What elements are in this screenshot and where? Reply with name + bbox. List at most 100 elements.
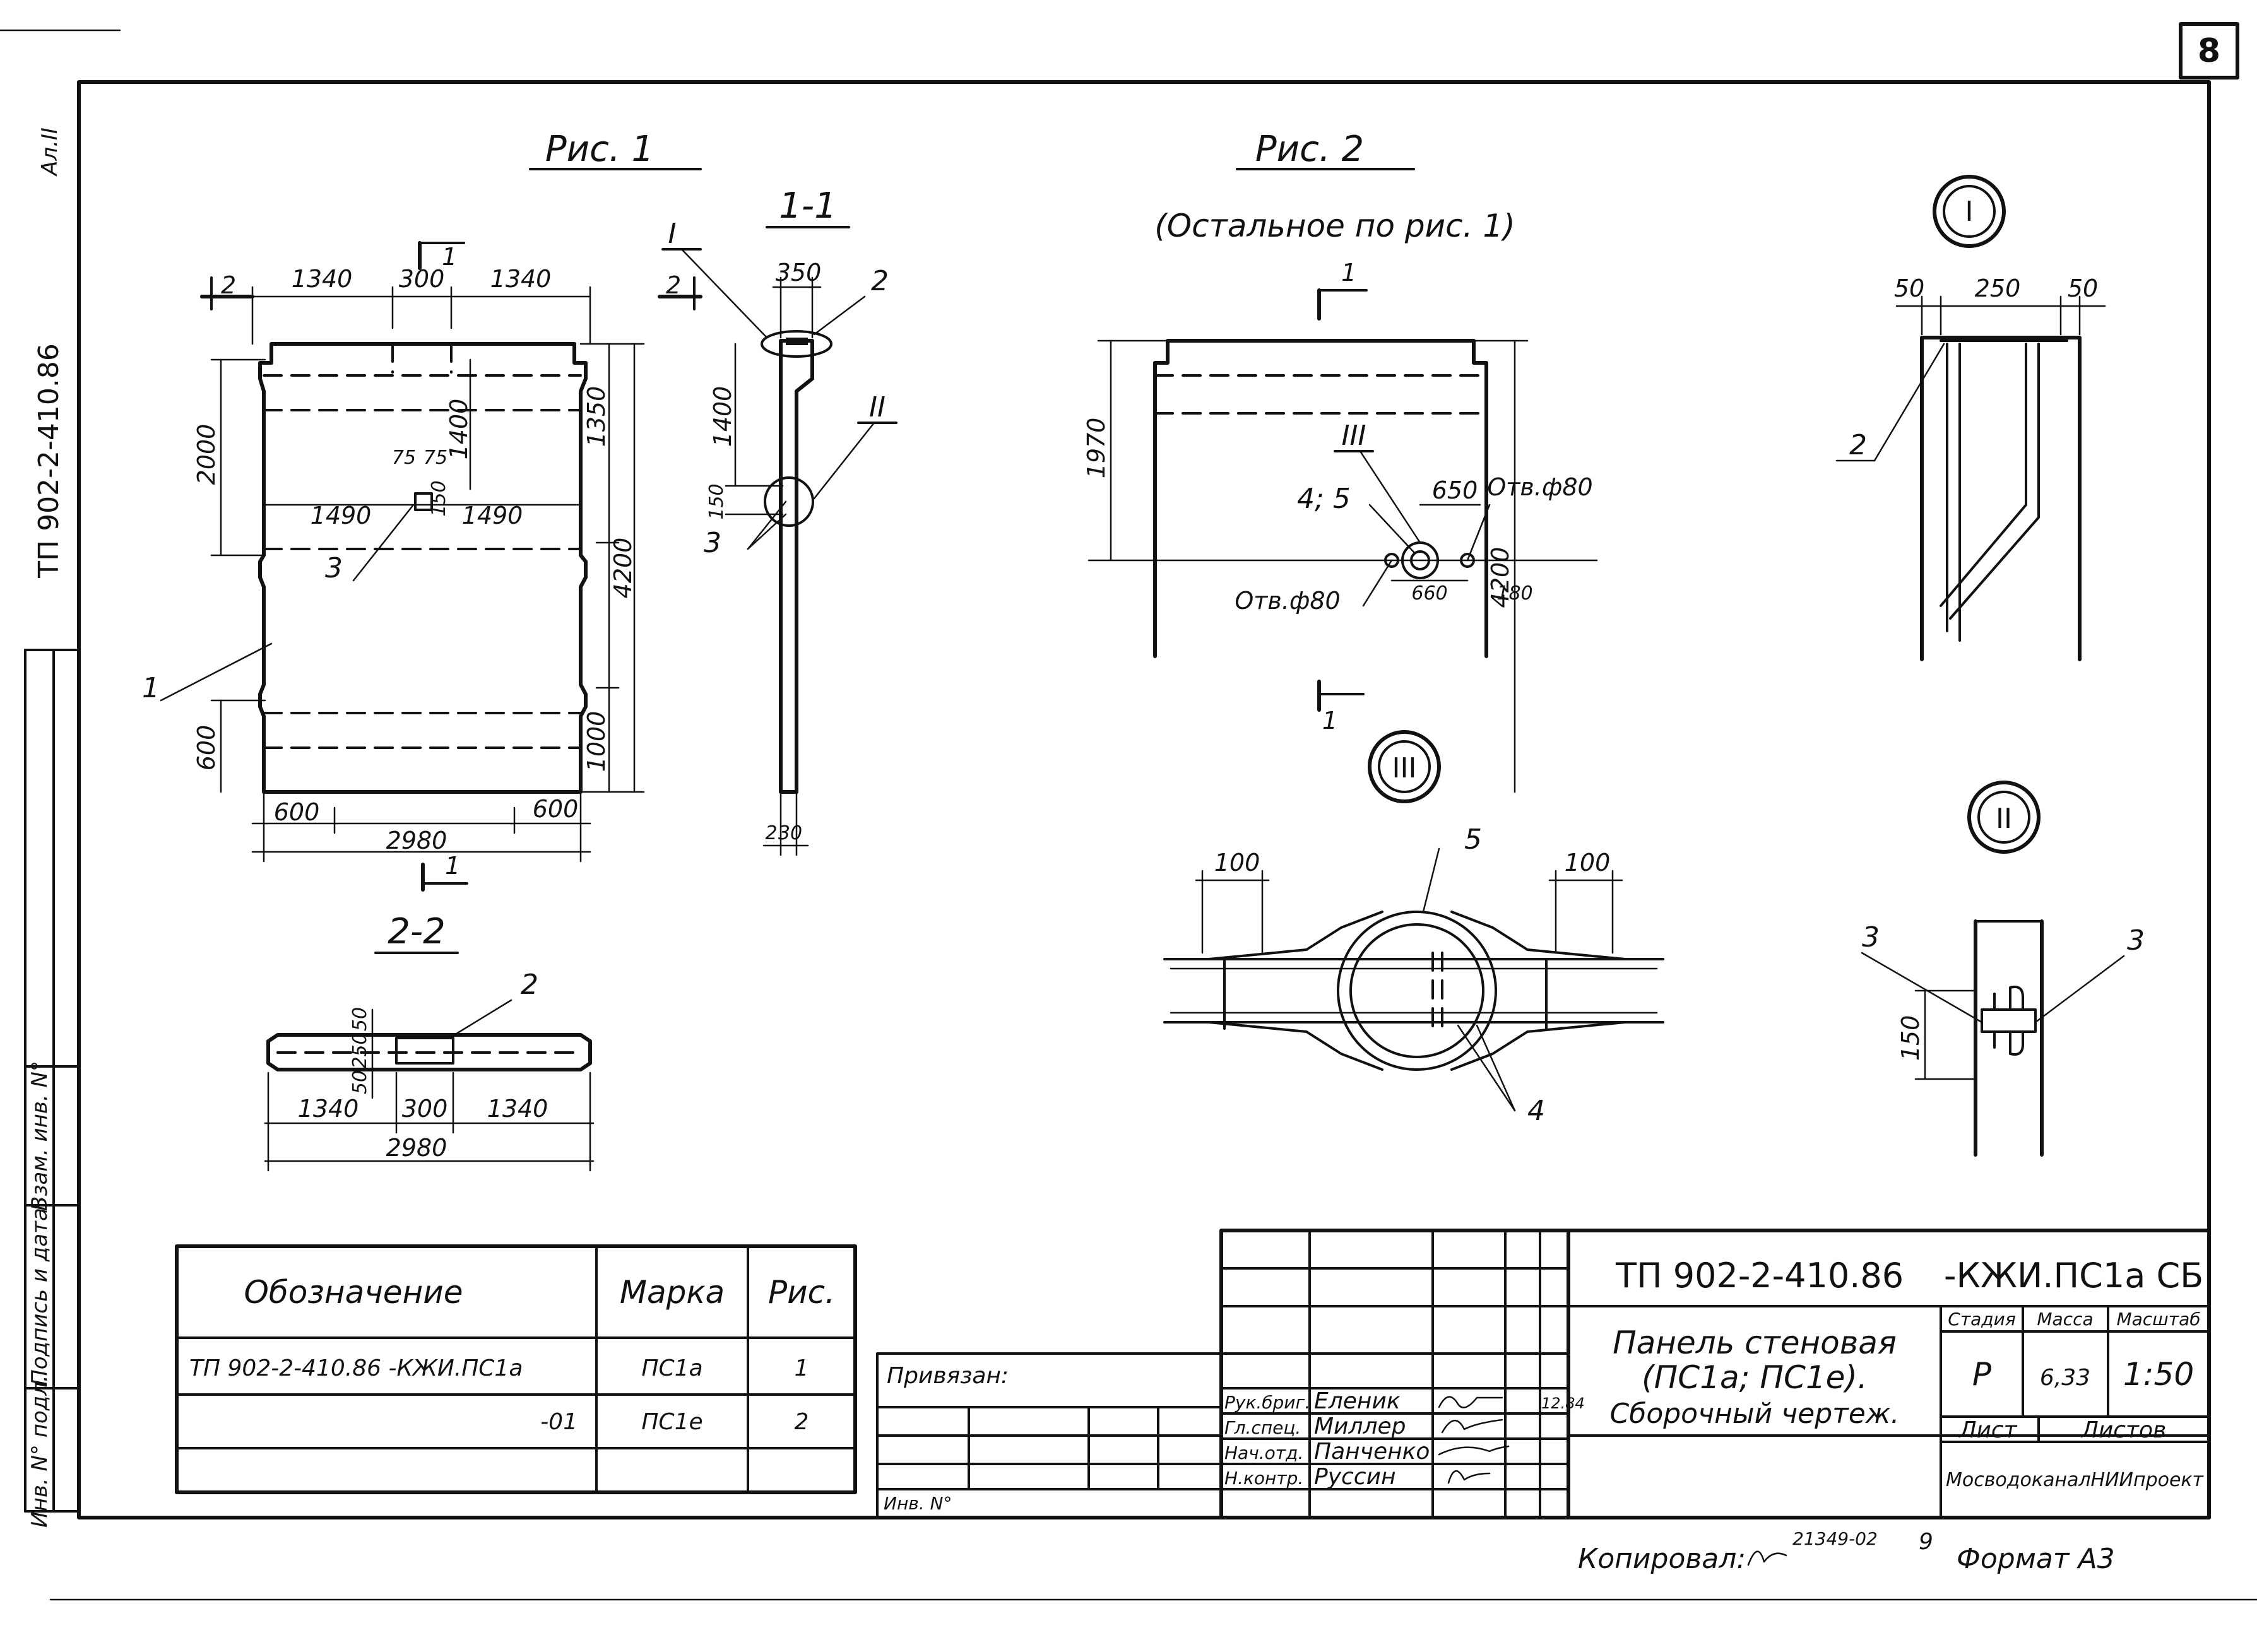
- tb-tied-label: Привязан:: [887, 1363, 1009, 1389]
- sec22-title: 2-2: [388, 911, 445, 952]
- spec-row1-fig: 1: [795, 1355, 809, 1381]
- tb-sign-1: [1438, 1396, 1503, 1408]
- sheet-number: 8: [2198, 32, 2220, 70]
- node2-dim-150: 150: [1897, 1015, 1924, 1061]
- fig1-dim-600-left: 600: [193, 725, 220, 771]
- node3-callout-5: 5: [1464, 823, 1482, 856]
- fig2-dim-1970: 1970: [1082, 418, 1110, 479]
- fig2-dim-660: 660: [1411, 582, 1447, 605]
- fig2-note: (Остальное по рис. 1): [1154, 208, 1515, 244]
- tb-sheets-label: Листов: [2080, 1417, 2166, 1443]
- sec11-node-1: I: [668, 218, 677, 250]
- fig2-panel-outline: [1153, 339, 1488, 658]
- spec-table: Обозначение Марка Рис. ТП 902-2-410.86 -…: [175, 1244, 857, 1494]
- top-left-mark: Ал.II: [37, 127, 62, 177]
- fig1-dim-4200: 4200: [609, 538, 637, 599]
- sec11-callout-2: 2: [871, 265, 889, 297]
- tb-code-right: -КЖИ.ПС1а СБ: [1944, 1256, 2203, 1295]
- tb-sign-3: [1438, 1445, 1510, 1456]
- margin-sign-label: Подпись и дата: [27, 1208, 52, 1386]
- tb-stage: Р: [1972, 1356, 1992, 1393]
- fig1-dim-2980: 2980: [386, 827, 447, 854]
- sec22-profile: [266, 1033, 592, 1071]
- node1-dim-50a: 50: [1894, 274, 1924, 302]
- footer-copied-label: Копировал:: [1578, 1543, 1746, 1575]
- tb-role-4: Н.контр.: [1224, 1468, 1303, 1489]
- node3-callout-4: 4: [1527, 1095, 1545, 1127]
- fig1-dim-1400: 1400: [445, 399, 473, 460]
- node3-dim-100b: 100: [1565, 849, 1611, 876]
- tb-scale: 1:50: [2123, 1356, 2194, 1393]
- fig2-dim-180: 180: [1496, 582, 1532, 605]
- spec-header-designation: Обозначение: [244, 1274, 463, 1311]
- tb-date-1: 12.84: [1541, 1395, 1585, 1412]
- fig1-dim-1350: 1350: [583, 386, 610, 447]
- fig1-dim-2000: 2000: [193, 424, 220, 485]
- fig2-dim-650: 650: [1432, 476, 1478, 504]
- footer-copy-signature: [1747, 1550, 1787, 1566]
- sec22-dim-50a: 50: [349, 1007, 371, 1031]
- sec11-dim-1400: 1400: [709, 386, 737, 447]
- fig1-title: Рис. 1: [545, 129, 654, 170]
- tb-name-line2: (ПС1а; ПС1е).: [1642, 1359, 1868, 1396]
- sec11-node-2: II: [869, 391, 886, 423]
- footer: Копировал: 21349-02 9 Формат А3: [1578, 1528, 2115, 1575]
- tb-role-2: Гл.спец.: [1224, 1417, 1301, 1438]
- node1-dim-50b: 50: [2068, 274, 2098, 302]
- tb-inv-label: Инв. N°: [884, 1493, 952, 1514]
- tb-org: МосводоканалНИИпроект: [1946, 1469, 2205, 1491]
- node3-label: III: [1392, 752, 1417, 784]
- fig2-hole-right: Отв.ф80: [1487, 473, 1592, 501]
- sheet-number-box: [2179, 22, 2239, 80]
- sec11-dim-2: 2: [765, 822, 777, 844]
- fig1-callout-1: 1: [142, 672, 160, 704]
- margin-inv-label: Инв. N° подл.: [27, 1375, 52, 1528]
- sec22-dim-2980: 2980: [386, 1134, 447, 1162]
- tb-sheet-label: Лист: [1958, 1417, 2017, 1443]
- tb-name-2: Миллер: [1314, 1413, 1406, 1439]
- fig2-sec1-top: 1: [1341, 259, 1356, 286]
- spec-row2-fig: 2: [795, 1409, 809, 1435]
- tb-role-3: Нач.отд.: [1224, 1443, 1303, 1463]
- spec-row2-designation: -01: [540, 1409, 578, 1435]
- left-margin-stamp: Инв. N° подл. Подпись и дата Взам. инв. …: [24, 649, 80, 1528]
- fig2-dim-4200: 4200: [1486, 547, 1514, 608]
- section-1-1: 1-1 350 1400 150 2 30 I 2 II 3: [661, 186, 897, 856]
- fig1-dim-75a: 75: [392, 447, 416, 469]
- tb-sign-4: [1447, 1470, 1491, 1484]
- spec-row1-designation: ТП 902-2-410.86 -КЖИ.ПС1а: [189, 1355, 523, 1381]
- tb-name-3: Панченко: [1314, 1439, 1430, 1465]
- fig1-sec2-right: 2: [666, 271, 681, 299]
- tb-code-left: ТП 902-2-410.86: [1615, 1256, 1904, 1295]
- spec-header-mark: Марка: [620, 1274, 725, 1311]
- node3-dim-100a: 100: [1214, 849, 1260, 876]
- sec22-dim-300: 300: [402, 1095, 448, 1123]
- tb-col-stage: Стадия: [1948, 1309, 2015, 1330]
- fig2-callout-45: 4; 5: [1297, 483, 1351, 515]
- node2-label: II: [1996, 803, 2012, 835]
- fig1-sec1-top: 1: [442, 243, 457, 271]
- tb-sign-2: [1441, 1419, 1503, 1434]
- sec11-dim-30: 30: [778, 822, 802, 844]
- sec11-callout-3: 3: [704, 527, 721, 559]
- tb-name-1: Еленик: [1314, 1388, 1401, 1414]
- sec11-dim-150: 150: [706, 483, 728, 519]
- tb-col-mass: Масса: [2037, 1309, 2093, 1330]
- node1-label: I: [1965, 196, 1974, 228]
- sec22-dim-1340b: 1340: [487, 1095, 548, 1123]
- figure-2: Рис. 2 (Остальное по рис. 1) 1970 4200 6…: [1082, 129, 1598, 793]
- sec22-dim-1340a: 1340: [298, 1095, 359, 1123]
- tb-name-line1: Панель стеновая: [1613, 1325, 1897, 1361]
- node2-callout-3a: 3: [1862, 921, 1880, 953]
- fig1-dim-600a: 600: [274, 798, 320, 826]
- figure-1: Рис. 1 1340 300 1340 1 2 2: [142, 129, 702, 892]
- sec11-dim-350: 350: [776, 259, 822, 286]
- spec-row1-mark: ПС1а: [641, 1355, 702, 1381]
- fig1-dim-75b: 75: [424, 447, 447, 469]
- tb-mass: 6,33: [2040, 1365, 2090, 1391]
- fig1-dim-150: 150: [428, 480, 450, 516]
- sec22-callout-2: 2: [521, 969, 538, 1001]
- sec11-title: 1-1: [779, 186, 836, 227]
- fig1-dim-1490b: 1490: [462, 502, 523, 529]
